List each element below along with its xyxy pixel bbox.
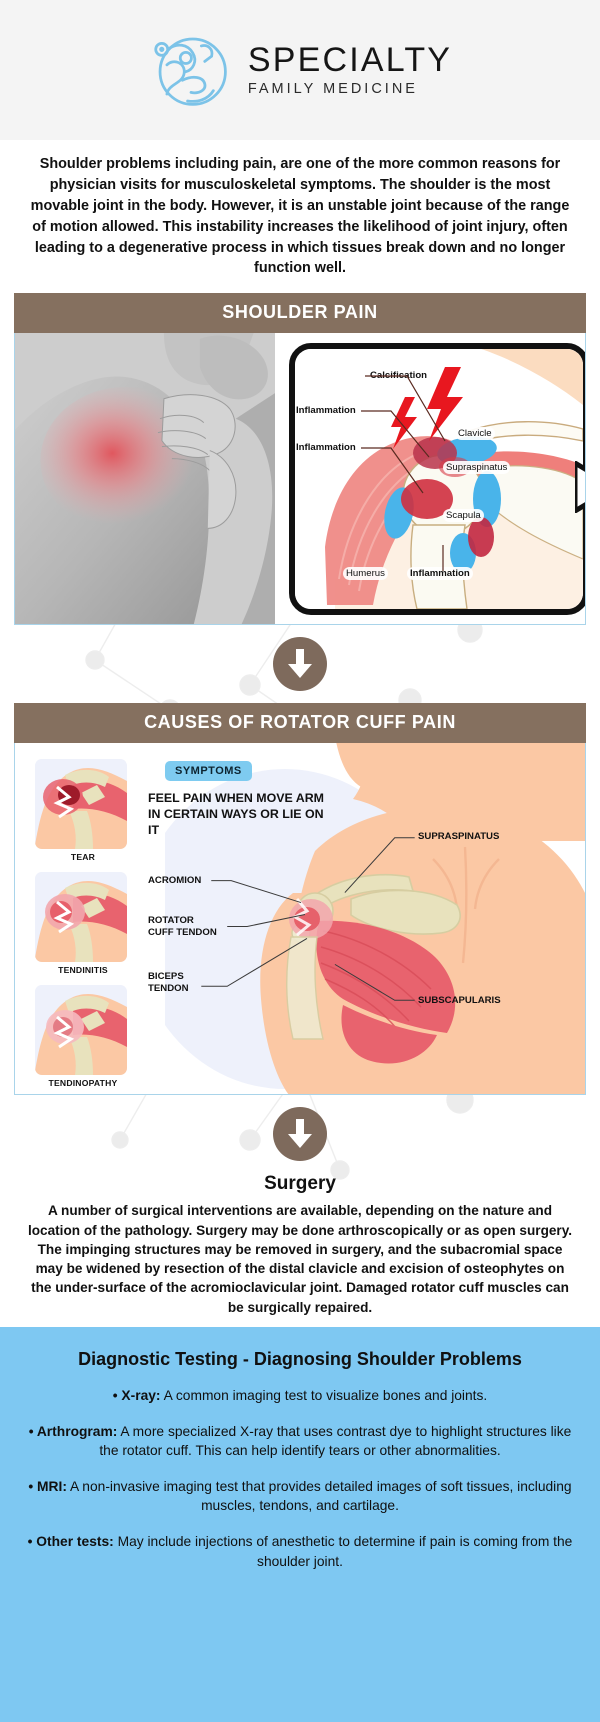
symptoms-badge: SYMPTOMS [165,761,252,782]
label-clavicle: Clavicle [455,427,495,441]
diagnostic-item-mri: • MRI: A non-invasive imaging test that … [26,1477,574,1516]
label-inflammation-1: Inflammation [295,404,359,418]
surgery-title: Surgery [264,1173,336,1195]
brand-header: SPECIALTY FAMILY MEDICINE [0,0,600,140]
diagnostic-term-arthrogram: • Arthrogram: [28,1423,118,1439]
thumbnail-tendinitis[interactable]: TENDINITIS [35,872,131,975]
label-scapula: Scapula [443,509,484,523]
surgery-paragraph: A number of surgical interventions are a… [27,1203,573,1315]
label-acromion: ACROMION [148,875,202,887]
diagnostic-term-mri: • MRI: [28,1478,67,1494]
label-subscapularis: SUBSCAPULARIS [418,995,501,1007]
rotator-cuff-header: CAUSES OF ROTATOR CUFF PAIN [14,703,586,744]
rotator-cuff-body: TEAR [14,743,586,1096]
thumbnail-tendinopathy[interactable]: TENDINOPATHY [35,985,131,1088]
label-supraspinatus: Supraspinatus [443,461,511,475]
thumbnail-caption-tendinitis: TENDINITIS [58,965,108,976]
down-arrow-icon [288,649,312,679]
diagnostic-term-xray: • X-ray: [112,1388,161,1404]
shoulder-joint-anatomy-illustration: Calcification Inflammation Inflammation … [275,333,585,625]
diagnostic-item-arthrogram: • Arthrogram: A more specialized X-ray t… [26,1422,574,1461]
label-inflammation-3: Inflammation [407,567,473,581]
thumbnail-caption-tear: TEAR [70,852,96,863]
diagnostic-item-other: • Other tests: May include injections of… [26,1532,574,1571]
shoulder-pain-body: Calcification Inflammation Inflammation … [14,333,586,626]
shoulder-pain-panel: SHOULDER PAIN [14,293,586,626]
rotator-cuff-tendinitis-illustration [35,872,127,963]
diagnostic-body-other: May include injections of anesthetic to … [113,1533,573,1569]
anatomy-callout-box: Calcification Inflammation Inflammation … [289,343,585,616]
callout-pointer [575,461,585,514]
down-arrow-circle [273,637,327,692]
diagnostic-testing-section: Diagnostic Testing - Diagnosing Shoulder… [0,1327,600,1722]
man-holding-painful-shoulder-photo [15,333,275,625]
diagnostic-body-mri: A non-invasive imaging test that provide… [66,1478,572,1514]
down-arrow-icon [288,1119,312,1149]
label-inflammation-2: Inflammation [295,441,359,455]
label-rotator-cuff-tendon: ROTATOR CUFF TENDON [148,915,217,939]
brand-subtitle: FAMILY MEDICINE [247,81,418,98]
symptoms-text: FEEL PAIN WHEN MOVE ARM IN CERTAIN WAYS … [148,791,324,837]
diagnostic-body-xray: A common imaging test to visualize bones… [160,1388,488,1404]
diagnostic-body-arthrogram: A more specialized X-ray that uses contr… [99,1423,572,1459]
diagnostic-testing-title: Diagnostic Testing - Diagnosing Shoulder… [78,1349,522,1370]
label-supraspinatus: SUPRASPINATUS [418,831,500,843]
brand-title: SPECIALTY [247,40,453,79]
down-arrow-circle-2 [273,1107,327,1162]
surgery-section: Surgery A number of surgical interventio… [0,1173,600,1327]
family-medicine-logo-icon [154,37,227,106]
shoulder-pain-header: SHOULDER PAIN [14,293,586,334]
intro-paragraph: Shoulder problems including pain, are on… [30,156,570,277]
label-biceps-tendon: BICEPS TENDON [148,971,189,995]
diagnostic-item-xray: • X-ray: A common imaging test to visual… [26,1386,574,1406]
thumbnail-caption-tendinopathy: TENDINOPATHY [48,1078,118,1089]
rotator-cuff-tendinopathy-illustration [35,985,127,1076]
condition-thumbnail-list: TEAR [35,759,131,1094]
label-humerus: Humerus [343,567,388,581]
divider-arrow-2 [0,1095,600,1173]
label-calcification: Calcification [367,369,431,383]
rotator-cuff-tear-illustration [35,759,127,850]
thumbnail-tear[interactable]: TEAR [35,759,131,862]
divider-arrow-1 [0,625,600,703]
rotator-cuff-panel: CAUSES OF ROTATOR CUFF PAIN [14,703,586,1096]
diagnostic-term-other: • Other tests: [27,1533,114,1549]
